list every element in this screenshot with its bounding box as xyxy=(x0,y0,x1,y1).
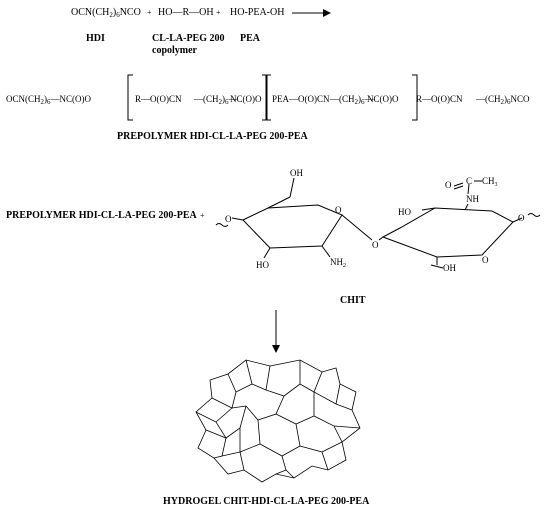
atom-o-right: O xyxy=(518,213,525,223)
label-pea: PEA xyxy=(240,33,260,44)
label-hdi: HDI xyxy=(86,33,105,44)
prepolymer-seg-2: R—O(O)CN xyxy=(135,94,182,104)
prepolymer-seg-7: NC(O)O xyxy=(367,94,399,104)
atom-ch3: CH3 xyxy=(482,176,498,188)
prepolymer-seg-1: OCN(CH2)6—NC(O)O xyxy=(6,94,92,106)
atom-o-bridge: O xyxy=(372,240,379,250)
plus-sign-2: + xyxy=(216,8,221,17)
prepolymer-brackets xyxy=(127,74,418,121)
atom-o-ring1: O xyxy=(335,205,342,215)
atom-o-acetyl: O xyxy=(445,180,452,190)
reactant-prepolymer: PREPOLYMER HDI-CL-LA-PEG 200-PEA xyxy=(6,210,197,221)
atom-ho-left: HO xyxy=(256,260,269,270)
atom-c-acetyl: C xyxy=(466,176,472,186)
reagent-pea: HO-PEA-OH xyxy=(230,7,285,18)
hydrogel-network xyxy=(195,359,361,483)
atom-ho-ring2: HO xyxy=(398,207,411,217)
atom-o-left: O xyxy=(225,214,232,224)
prepolymer-seg-3: —(CH2)6— xyxy=(194,94,238,106)
atom-oh-bottom: OH xyxy=(443,263,456,273)
prepolymer-seg-9: —(CH2)6NCO xyxy=(476,94,530,106)
prepolymer-seg-6: —(CH2)6— xyxy=(330,94,374,106)
product-title: HYDROGEL CHIT-HDI-CL-LA-PEG 200-PEA xyxy=(163,496,370,507)
atom-oh-top: OH xyxy=(290,168,303,178)
chit-label: CHIT xyxy=(340,295,366,306)
prepolymer-title: PREPOLYMER HDI-CL-LA-PEG 200-PEA xyxy=(117,131,308,142)
atom-nh2: NH2 xyxy=(330,257,346,269)
reagent-hdi: OCN(CH2)6NCO xyxy=(71,7,141,19)
plus-sign-3: + xyxy=(200,211,205,220)
plus-sign-1: + xyxy=(147,8,152,17)
atom-o-ring2: O xyxy=(482,255,489,265)
chitosan-structure xyxy=(215,177,541,269)
reagent-copolymer: HO—R—OH xyxy=(158,7,214,18)
prepolymer-seg-4: NC(O)O xyxy=(230,94,262,104)
prepolymer-seg-8: R—O(O)CN xyxy=(416,94,463,104)
label-copolymer: CL-LA-PEG 200 xyxy=(152,33,225,44)
label-copolymer-sub: copolymer xyxy=(152,45,197,56)
prepolymer-seg-5: PEA—O(O)CN xyxy=(272,94,330,104)
atom-nh: NH xyxy=(466,194,479,204)
